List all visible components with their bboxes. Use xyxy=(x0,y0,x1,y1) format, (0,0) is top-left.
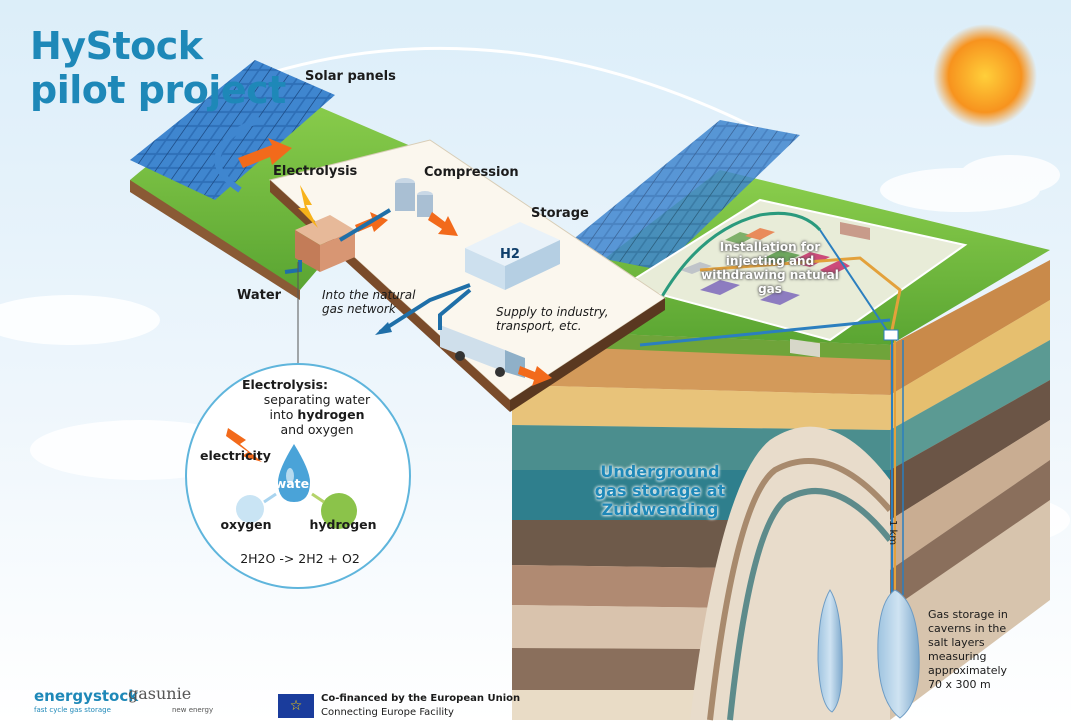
label-electrolysis: Electrolysis xyxy=(273,164,358,179)
inset-line1: separating water xyxy=(263,392,371,407)
network-pipe xyxy=(639,318,891,347)
inset-electricity: electricity xyxy=(200,448,271,463)
label-compression: Compression xyxy=(424,165,519,180)
water-river xyxy=(214,117,261,193)
inset-heading: Electrolysis: xyxy=(241,377,329,392)
blue-pipes xyxy=(284,208,472,334)
water-drop-icon xyxy=(278,444,310,502)
strata-right-face xyxy=(890,260,1050,720)
arrow-compression-to-storage xyxy=(428,212,458,236)
facility-pad xyxy=(622,198,968,342)
eu-flag-icon: ☆ xyxy=(278,694,314,718)
label-supply: Supply to industry, transport, etc. xyxy=(496,305,609,333)
inset-water: water xyxy=(274,476,316,491)
label-underground-storage: Underground gas storage at Zuidwending xyxy=(594,462,726,519)
salt-cavern-secondary xyxy=(817,589,843,713)
label-h2: H2 xyxy=(500,247,520,262)
sun-icon xyxy=(933,24,1037,128)
energystock-logo: energystock xyxy=(34,687,139,705)
inset-line2-bold: hydrogen xyxy=(297,407,365,422)
eu-cofinanced: Co-financed by the European Union xyxy=(321,693,521,704)
arrow-sun-to-electrolysis xyxy=(238,138,292,168)
electricity-bolt-icon xyxy=(226,428,262,462)
inset-hydrogen: hydrogen xyxy=(309,517,377,532)
energystock-tagline: fast cycle gas storage xyxy=(34,706,111,714)
label-depth: 1 km xyxy=(887,520,898,546)
pipe-water-in xyxy=(284,260,302,274)
label-installation: Installation for injecting and withdrawi… xyxy=(701,240,839,296)
inset-line2: into hydrogen xyxy=(262,407,372,422)
wellhead xyxy=(883,329,899,341)
pipe-electro-to-comp xyxy=(338,208,392,242)
solar-panels-array xyxy=(130,60,335,200)
network-arrow xyxy=(375,322,392,335)
gas-pipe-loop xyxy=(658,211,822,301)
connection-arc xyxy=(219,46,761,132)
inset-line2-pre: into xyxy=(269,407,298,422)
inset-line3: and oxygen xyxy=(280,422,354,437)
gas-storage-note: Gas storage in caverns in the salt layer… xyxy=(928,608,1008,691)
label-water: Water xyxy=(237,288,282,303)
inset-formula: 2H2O -> 2H2 + O2 xyxy=(240,551,360,566)
eu-cef: Connecting Europe Facility xyxy=(321,707,454,718)
arrow-supply xyxy=(518,366,552,386)
label-storage: Storage xyxy=(531,206,589,221)
inset-oxygen: oxygen xyxy=(220,517,272,532)
solar-field-far xyxy=(560,120,800,270)
gasunie-tagline: new energy xyxy=(172,706,214,714)
lightning-icon xyxy=(298,185,318,228)
label-into-network: Into the natural gas network xyxy=(322,288,416,316)
page-title: HyStock pilot project xyxy=(30,24,286,112)
hydrogen-bubble-icon xyxy=(321,493,357,529)
h2-storage-tanks xyxy=(465,222,560,290)
compressor-unit xyxy=(395,178,433,217)
pipe-to-network xyxy=(378,283,471,334)
gasunie-logo: gasunie xyxy=(128,684,192,703)
salt-cavern-main xyxy=(877,589,920,719)
label-solar-panels: Solar panels xyxy=(305,69,396,84)
oxygen-bubble-icon xyxy=(236,495,264,523)
facility-buildings xyxy=(680,222,870,358)
